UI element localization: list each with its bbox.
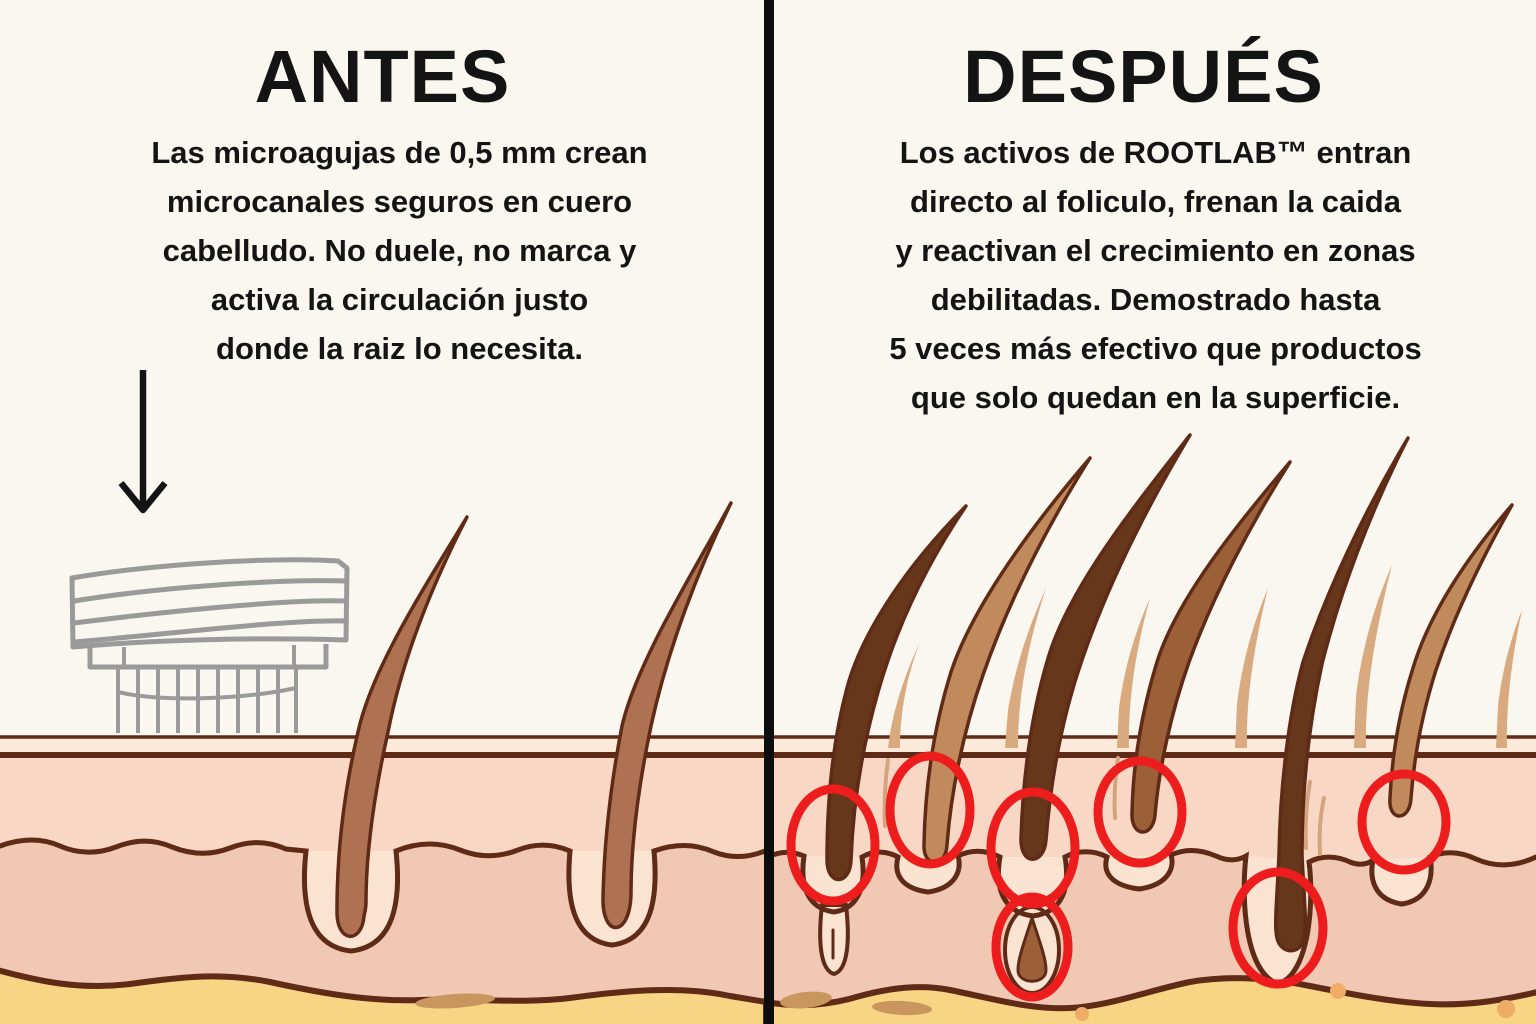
fat-blob [872,1000,932,1016]
paragraph-line: cabelludo. No duele, no marca y [162,233,637,268]
microneedles [116,667,298,733]
fat-dot [1497,1000,1515,1018]
paragraph-line: que solo quedan en la superficie. [910,380,1401,415]
fat-blob [415,993,495,1009]
paragraph-line: directo al foliculo, frenan la caida [910,184,1401,219]
dermis-boundary-left [0,837,768,954]
hairs-before [335,501,733,938]
after-paragraph: Los activos de ROOTLAB™ entran directo a… [775,128,1536,422]
paragraph-line: debilitadas. Demostrado hasta [930,282,1381,317]
hair-strand [601,501,733,930]
after-title: DESPUÉS [963,35,1324,118]
epidermis-mark [1303,780,1312,850]
hairs-after-fine [882,565,1522,856]
highlight-ring [1228,867,1328,989]
fat-layer-right [763,975,1536,1024]
hair-strand [1130,460,1292,834]
paragraph-line: activa la circulación justo [210,282,589,317]
hair-strand [1019,433,1192,861]
before-paragraph: Las microagujas de 0,5 mm crean microcan… [0,128,765,373]
vellus-hair [1496,610,1522,748]
down-arrow-icon [118,370,168,514]
fat-blob [780,991,832,1009]
epidermis-mark [1317,796,1326,856]
vellus-hair [888,642,920,748]
highlight-ring [986,787,1080,909]
vellus-hair [1235,588,1268,748]
vellus-hair [1005,588,1046,748]
hair-strand [825,504,968,882]
highlight-ring [1093,756,1187,868]
fat-dot [1075,1007,1089,1021]
vellus-hair [1354,565,1392,748]
fat-dot [1330,983,1346,999]
dermis-boundary-right [765,848,1536,987]
hair-strand [1273,436,1410,953]
highlight-ring [991,892,1073,1002]
follicle-highlight-rings [786,751,1451,1002]
epidermis-mark [882,758,890,828]
paragraph-line: donde la raiz lo necesita. [216,331,583,366]
paragraph-line: Las microagujas de 0,5 mm crean [151,135,648,170]
highlight-ring [885,751,975,869]
after-panel: DESPUÉS Los activos de ROOTLAB™ entran d… [775,0,1536,422]
fat-layer-left [0,967,769,1024]
paragraph-line: Los activos de ROOTLAB™ entran [899,135,1412,170]
highlight-ring [786,784,880,906]
before-title: ANTES [254,35,511,118]
highlight-ring [1357,769,1451,875]
paragraph-line: microcanales seguros en cuero [166,184,633,219]
new-hair-sprout [1016,913,1048,983]
vellus-hair [1117,598,1150,748]
hair-strand [1388,503,1514,818]
before-panel: ANTES Las microagujas de 0,5 mm crean mi… [0,0,765,373]
hairs-after [825,433,1514,983]
epidermis-mark [1112,756,1120,820]
dermis-right [768,850,1536,1024]
paragraph-line: y reactivan el crecimiento en zonas [895,233,1416,268]
paragraph-line: 5 veces más efectivo que productos [889,331,1422,366]
panel-divider [764,0,774,1024]
derma-stamp-device-icon [69,557,350,733]
hair-strand [335,515,469,938]
